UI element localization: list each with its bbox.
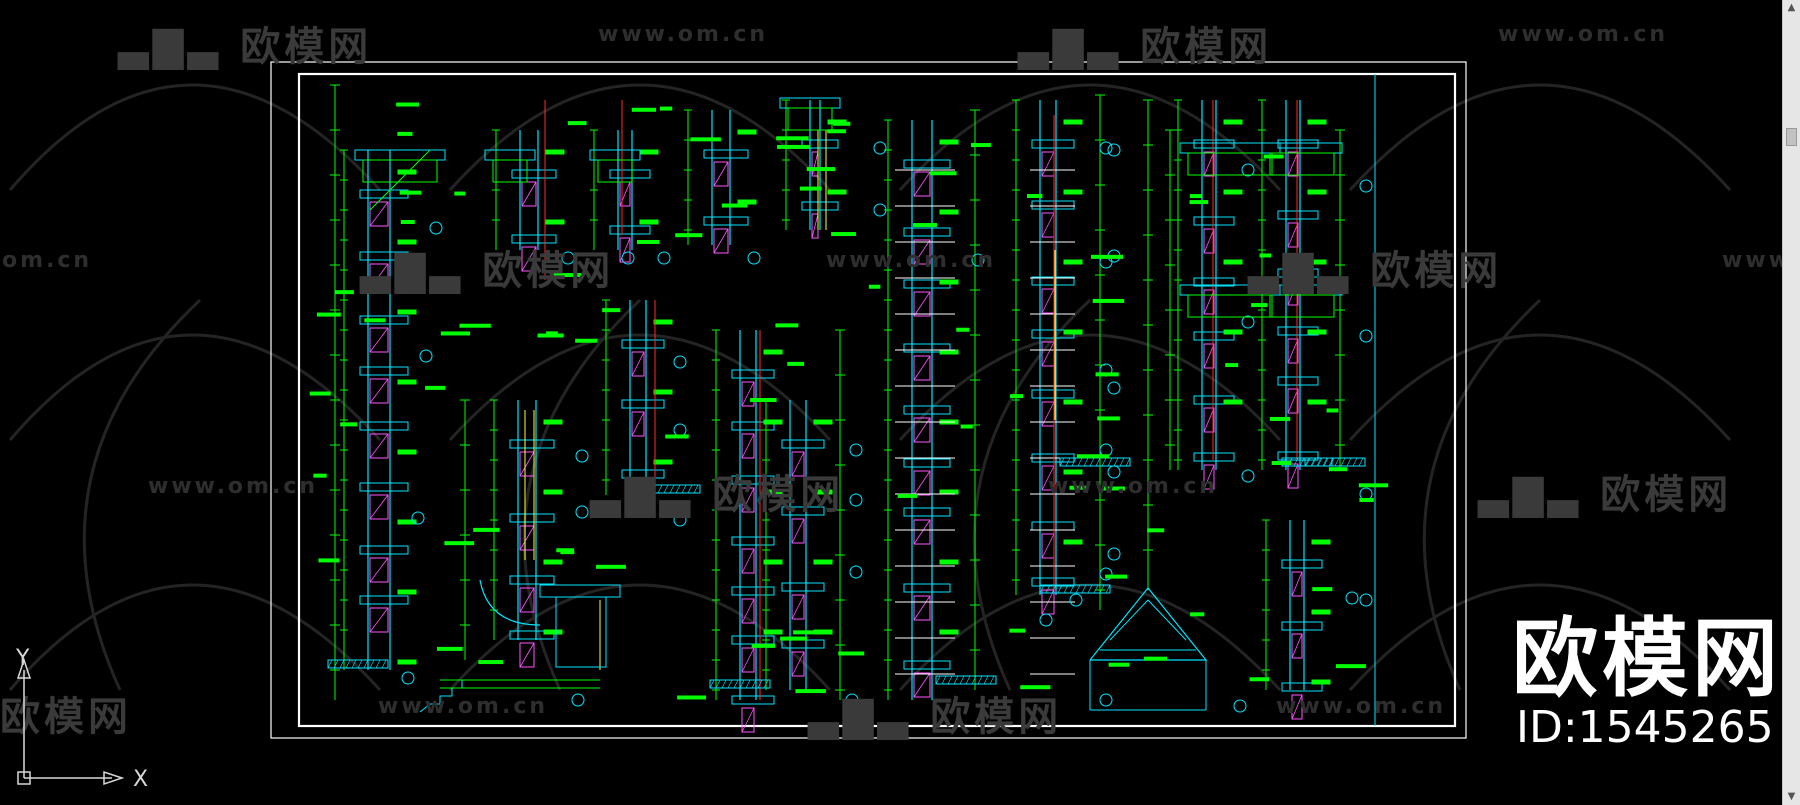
watermark-brand-6: ▃▇▃ 欧模网 — [1478, 472, 1733, 518]
watermark-url-6: www.om.cn — [148, 474, 319, 499]
vertical-scrollbar[interactable]: ▲ ▼ — [1782, 0, 1800, 805]
ucs-axis-icon — [16, 657, 125, 786]
sofa-logo-icon: ▃▇▃ — [1478, 472, 1601, 518]
brand-logo-text: 欧模网 — [1512, 609, 1782, 709]
ucs-y-label: Y — [16, 646, 30, 671]
outer-frame — [270, 61, 1467, 739]
watermark-brand-2: ▃▇▃ 欧模网 — [1018, 24, 1273, 70]
watermark-brand-3: ▃▇▃ 欧模网 — [360, 248, 615, 294]
watermark-brand-5: ▃▇▃ 欧模网 — [590, 472, 845, 518]
model-id-text: ID:1545265 — [1516, 702, 1774, 753]
watermark-url-4: www.om.cn — [826, 248, 997, 273]
watermark-url-2: www.om.cn — [1498, 22, 1669, 47]
sofa-logo-icon: ▃▇▃ — [118, 24, 241, 70]
watermark-url-9: www.om.cn — [1276, 694, 1447, 719]
scroll-down-arrow-icon[interactable]: ▼ — [1787, 791, 1796, 802]
watermark-circles — [8, 83, 1732, 692]
sofa-logo-icon: ▃▇▃ — [808, 694, 931, 740]
sofa-logo-icon: ▃▇▃ — [1248, 248, 1371, 294]
watermark-url-7: www.om.cn — [1048, 474, 1219, 499]
ucs-x-label: X — [133, 767, 149, 792]
watermark-brand-4: ▃▇▃ 欧模网 — [1248, 248, 1503, 294]
watermark-url-5: www.om.cn — [1722, 248, 1782, 273]
sofa-logo-icon: ▃▇▃ — [1018, 24, 1141, 70]
watermark-url-8: www.om.cn — [378, 694, 549, 719]
section-details — [309, 84, 1389, 733]
watermark-brand-8: ▃▇▃ 欧模网 — [808, 694, 1063, 740]
inner-frame — [297, 72, 1457, 728]
watermark-brand-7: 欧模网 — [0, 694, 132, 740]
scroll-up-arrow-icon[interactable]: ▲ — [1787, 2, 1796, 13]
sofa-logo-icon: ▃▇▃ — [590, 472, 713, 518]
scrollbar-thumb[interactable] — [1786, 128, 1797, 146]
watermark-url-3: om.cn — [2, 248, 93, 273]
watermark-url-1: www.om.cn — [598, 22, 769, 47]
sofa-logo-icon: ▃▇▃ — [360, 248, 483, 294]
watermark-brand-1: ▃▇▃ 欧模网 — [118, 24, 373, 70]
